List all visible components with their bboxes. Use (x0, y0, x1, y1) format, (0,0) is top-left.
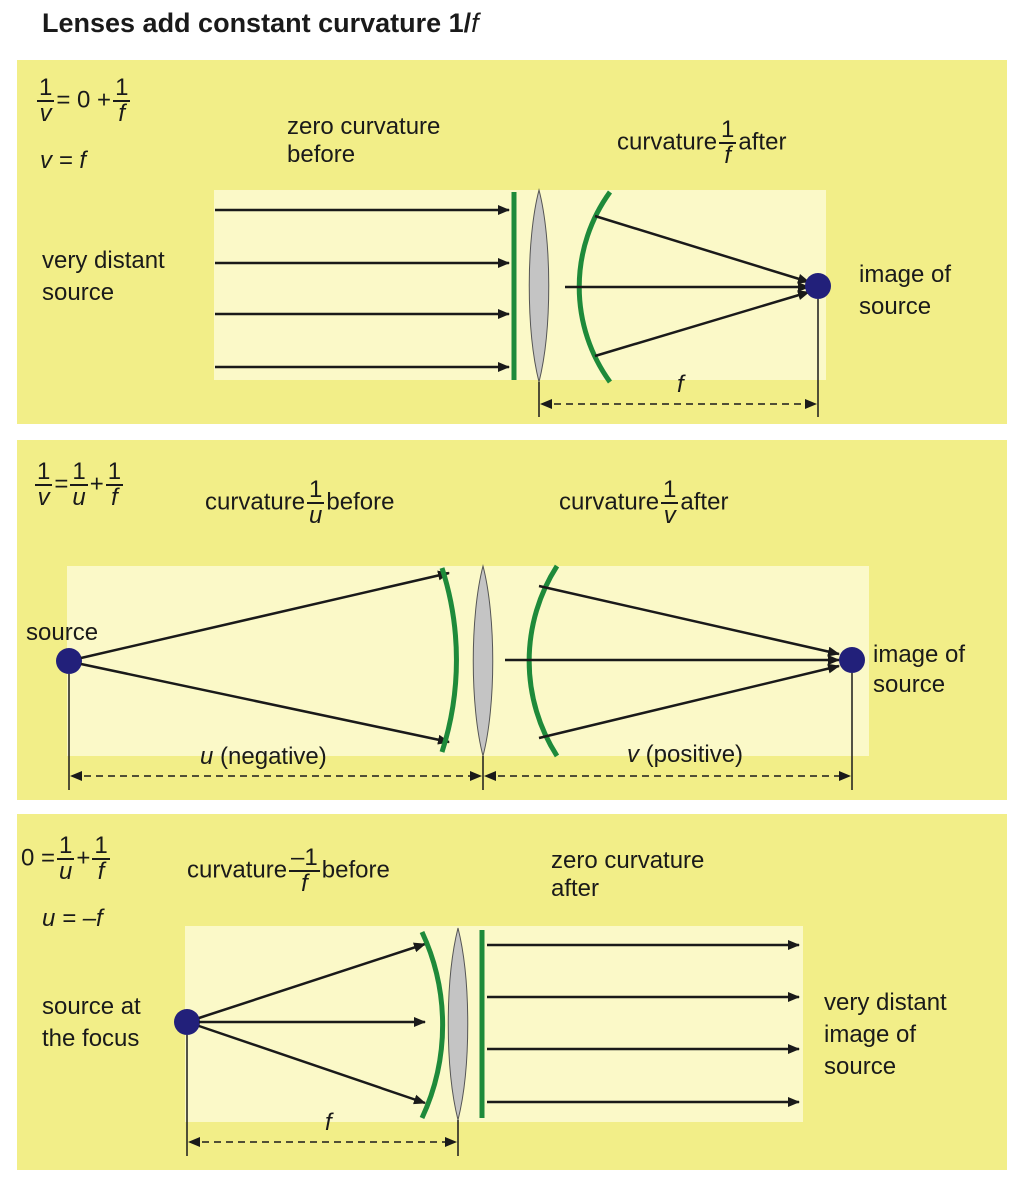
ray (538, 663, 840, 740)
image-label-line1: very distant (824, 989, 947, 1016)
image-label-line2: image of (824, 1021, 917, 1048)
wavefront-before (439, 567, 459, 753)
diagram-general-case (56, 564, 869, 790)
diagram-distant-source (214, 188, 831, 417)
glow-region (214, 190, 826, 380)
arrowhead (805, 399, 817, 409)
ray (80, 570, 450, 660)
source-label: source (26, 619, 99, 646)
image-label-line2: source (873, 671, 946, 698)
diagram-source-at-focus (174, 926, 803, 1156)
ray (198, 1024, 426, 1105)
ray (594, 214, 810, 284)
image-label-line3: source (824, 1053, 897, 1080)
ray (198, 942, 426, 1020)
ray (594, 290, 810, 358)
ray (538, 584, 840, 657)
wavefront-before (419, 930, 446, 1120)
distance-label: f (325, 1109, 332, 1136)
equation-result: u = –f (42, 905, 103, 932)
distance-label-u: u (negative) (200, 743, 327, 770)
label-before-line1: zero curvature (287, 113, 441, 140)
glow-region (185, 926, 803, 1122)
image-label-line1: image of (873, 641, 966, 668)
source-label-line2: source (42, 279, 115, 306)
label-after-line1: zero curvature (551, 847, 705, 874)
distance-label-v: v (positive) (627, 741, 744, 768)
arrowhead (540, 399, 552, 409)
page-title: Lenses add constant curvature 1/f (42, 8, 479, 38)
source-point (174, 1009, 200, 1035)
image-label-line1: image of (859, 261, 952, 288)
source-label-line1: source at (42, 993, 141, 1020)
ray (80, 662, 450, 745)
label-after-line2: after (551, 875, 600, 902)
equation-result: v = f (40, 147, 87, 174)
arrowhead (70, 771, 82, 781)
source-label-line1: very distant (42, 247, 165, 274)
image-point (839, 647, 865, 673)
distance-label: f (677, 371, 684, 398)
image-label-line2: source (859, 293, 932, 320)
arrowhead (470, 771, 482, 781)
arrowhead (839, 771, 851, 781)
label-before-line2: before (287, 141, 356, 168)
arrowhead (188, 1137, 200, 1147)
source-label-line2: the focus (42, 1025, 140, 1052)
arrowhead (484, 771, 496, 781)
source-point (56, 648, 82, 674)
image-point (805, 273, 831, 299)
arrowhead (445, 1137, 457, 1147)
